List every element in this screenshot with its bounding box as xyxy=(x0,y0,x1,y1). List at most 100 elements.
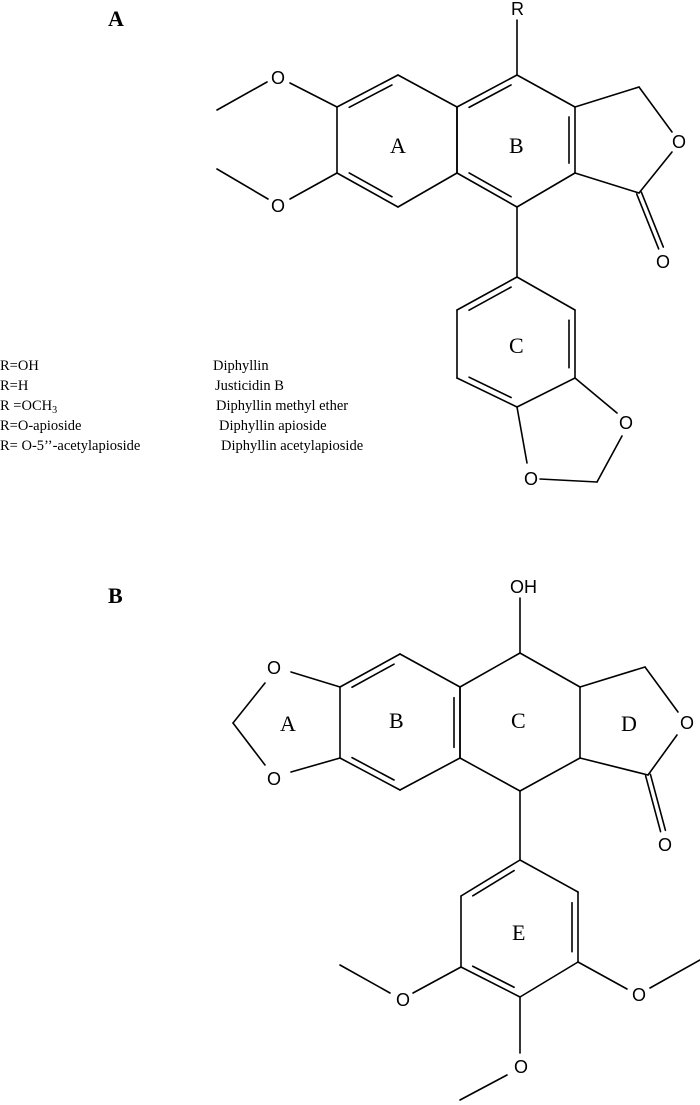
ring-label-b: B xyxy=(509,133,524,158)
bond xyxy=(516,406,528,464)
bond xyxy=(574,377,618,414)
panel-label-b: B xyxy=(108,583,123,608)
ring-label-c: C xyxy=(511,708,526,733)
bond xyxy=(519,652,581,688)
bond xyxy=(644,774,662,833)
ring-label-d: D xyxy=(621,711,637,736)
bond xyxy=(336,172,399,208)
bond xyxy=(456,74,518,108)
compound-name: Diphyllin apioside xyxy=(219,418,327,434)
bond xyxy=(399,653,461,688)
bond xyxy=(216,81,268,111)
bond xyxy=(579,666,646,688)
bond xyxy=(351,756,395,781)
bond xyxy=(468,376,512,399)
bond xyxy=(336,74,399,108)
compound-name: Diphyllin xyxy=(213,358,269,374)
bond xyxy=(348,172,393,198)
bond xyxy=(351,663,395,689)
oxygen-atom: O xyxy=(271,196,285,216)
oxygen-atom: O xyxy=(514,1057,528,1077)
bond xyxy=(232,722,266,766)
bond xyxy=(456,172,518,208)
bond xyxy=(635,193,660,250)
bond xyxy=(649,959,700,989)
bond xyxy=(649,773,667,832)
oxygen-atom: O xyxy=(267,658,281,678)
bond xyxy=(216,168,269,200)
bond xyxy=(397,172,458,208)
oxygen-atom: O xyxy=(267,769,281,789)
ring-label-b: B xyxy=(389,708,404,733)
bond xyxy=(290,671,341,688)
bond xyxy=(519,961,579,998)
bond xyxy=(539,478,598,483)
bond xyxy=(399,757,461,791)
bond xyxy=(638,151,673,194)
compound-name: Justicidin B xyxy=(215,378,284,394)
bond xyxy=(348,84,393,109)
bond xyxy=(644,666,679,713)
bond xyxy=(232,682,266,724)
bond xyxy=(519,757,581,792)
bond xyxy=(577,961,628,990)
bond xyxy=(459,652,521,688)
ring-label-e: E xyxy=(512,920,525,945)
oxygen-atom: O xyxy=(632,985,646,1005)
bond xyxy=(290,757,341,773)
panel-b-oxygen-atoms: O O O O O O O xyxy=(267,658,694,1077)
bond xyxy=(516,377,576,408)
bond xyxy=(456,276,518,311)
bond xyxy=(574,172,640,194)
bond xyxy=(339,964,391,994)
bond-lines xyxy=(216,19,700,1101)
oxygen-atom: O xyxy=(680,713,694,733)
oxygen-atom: O xyxy=(524,469,538,489)
bond xyxy=(471,965,515,989)
bond xyxy=(516,74,576,108)
compound-table: R=OH Diphyllin R=H Justicidin B R =OCH3 … xyxy=(0,358,363,454)
bond xyxy=(640,191,665,248)
ring-label-a: A xyxy=(390,133,406,158)
bond xyxy=(647,734,678,776)
oxygen-atom: O xyxy=(656,252,670,272)
bond xyxy=(460,966,521,998)
oxygen-atom: O xyxy=(658,835,672,855)
bond xyxy=(289,172,338,200)
bond xyxy=(574,86,640,108)
r-group: R =OCH3 xyxy=(0,398,57,416)
bond xyxy=(468,172,512,198)
bond xyxy=(516,276,576,311)
bond xyxy=(468,84,512,109)
bond xyxy=(339,757,401,791)
compound-name: Diphyllin methyl ether xyxy=(216,398,348,414)
bond xyxy=(412,966,462,994)
bond xyxy=(472,869,515,897)
r-group: R=OH xyxy=(0,358,39,374)
panel-label-a: A xyxy=(108,6,124,31)
bond xyxy=(519,859,579,893)
oxygen-atom: O xyxy=(396,990,410,1010)
hydroxyl-label: OH xyxy=(510,577,537,597)
bond xyxy=(456,377,518,408)
compound-name: Diphyllin acetylapioside xyxy=(221,438,363,454)
r-group: R=O-apioside xyxy=(0,418,81,434)
bond xyxy=(596,435,623,483)
oxygen-atom: O xyxy=(672,132,686,152)
panel-a-oxygen-atoms: O O O O O O xyxy=(271,68,686,489)
bond xyxy=(459,757,521,792)
ring-label-a: A xyxy=(280,711,296,736)
bond xyxy=(516,172,576,208)
bond xyxy=(468,286,512,312)
bond xyxy=(579,757,649,776)
substituent-r-label: R xyxy=(511,0,524,19)
bond xyxy=(397,74,458,108)
ring-label-c: C xyxy=(509,333,524,358)
oxygen-atom: O xyxy=(271,68,285,88)
bond xyxy=(638,86,673,133)
bond xyxy=(289,82,338,108)
bond xyxy=(460,859,521,897)
r-group: R= O-5’’-acetylapioside xyxy=(0,438,140,454)
bond xyxy=(339,653,401,688)
